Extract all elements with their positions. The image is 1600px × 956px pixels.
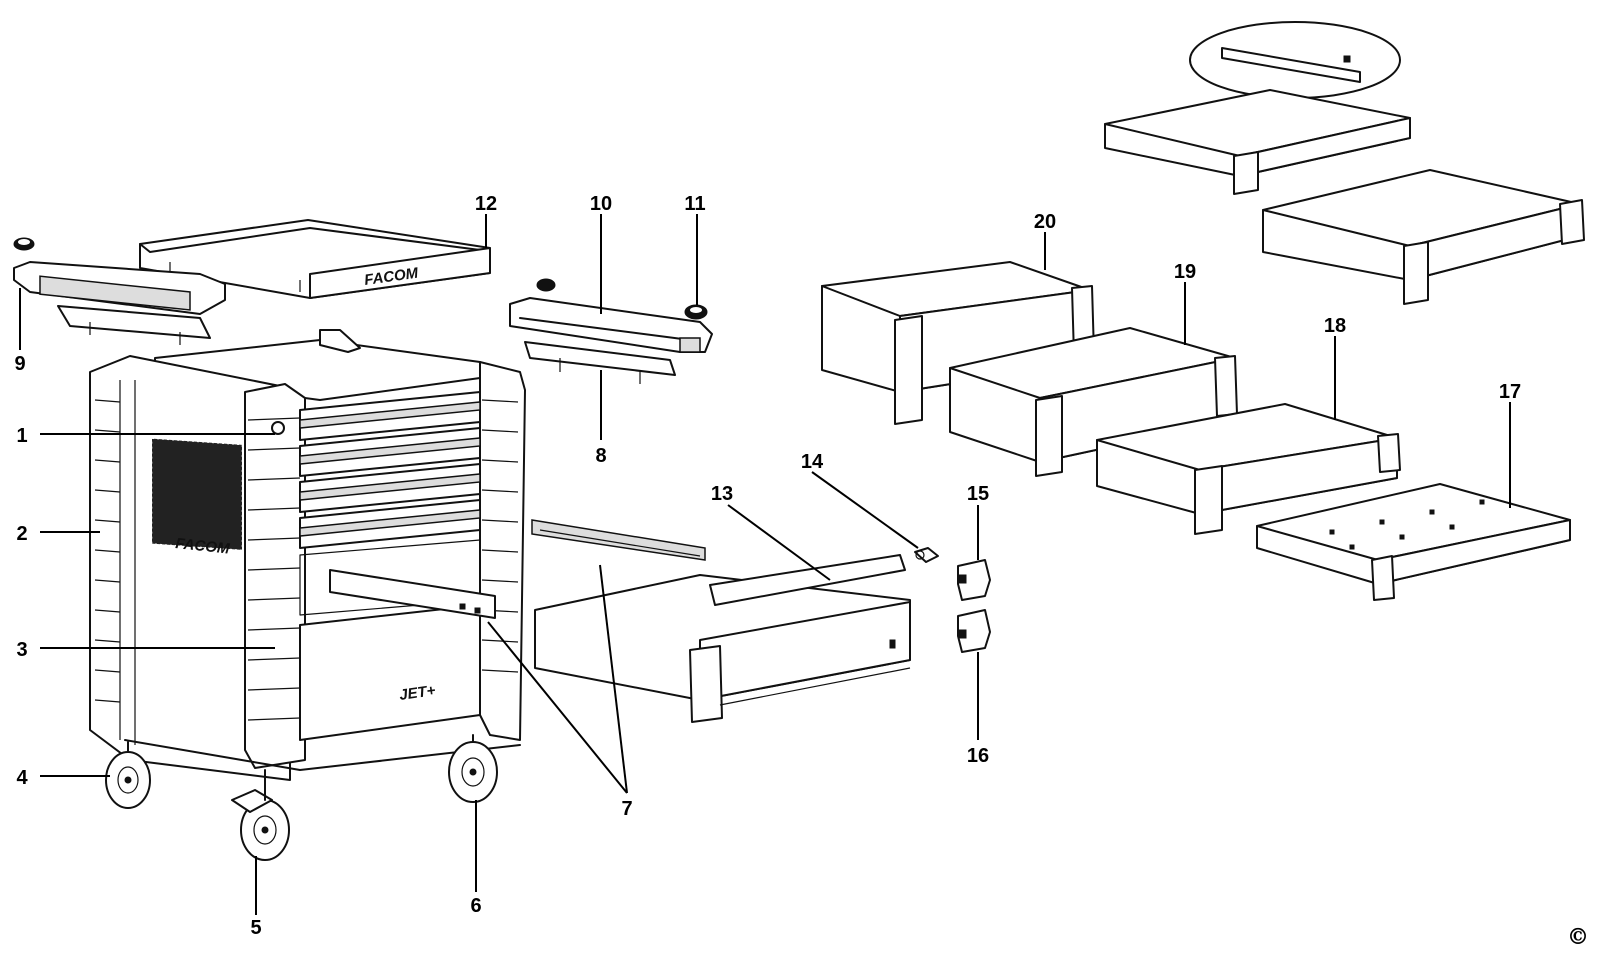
copyright-mark: © <box>1567 924 1589 950</box>
callout-13: 13 <box>711 483 733 505</box>
callout-4: 4 <box>16 767 28 789</box>
leader-lines <box>19 214 1511 915</box>
part-drawer-slides <box>329 519 706 619</box>
callout-18: 18 <box>1324 315 1346 337</box>
callout-20: 20 <box>1034 211 1056 233</box>
part-stop-15 <box>957 559 991 601</box>
part-top-lid: FACOM <box>139 219 491 299</box>
part-top-right-drawers <box>1104 21 1585 305</box>
part-cabinet: FACOM <box>89 329 526 781</box>
part-stop-16 <box>957 609 991 653</box>
callout-17: 17 <box>1499 381 1521 403</box>
callout-11: 11 <box>684 193 705 215</box>
callout-7: 7 <box>621 798 632 820</box>
callout-8: 8 <box>595 445 606 467</box>
callout-1: 1 <box>16 425 27 447</box>
part-large-drawer <box>534 554 911 723</box>
callout-2: 2 <box>16 523 27 545</box>
callout-labels: 1 2 3 4 5 6 7 8 9 10 11 12 13 14 15 16 1… <box>14 193 1521 939</box>
callout-15: 15 <box>967 483 989 505</box>
callout-6: 6 <box>470 895 481 917</box>
callout-5: 5 <box>250 917 261 939</box>
part-castor-right <box>448 734 498 803</box>
part-left-handle <box>13 237 226 345</box>
callout-12: 12 <box>475 193 497 215</box>
part-drawer-18 <box>1096 403 1401 535</box>
callout-10: 10 <box>590 193 612 215</box>
callout-19: 19 <box>1174 261 1196 283</box>
part-castor-front-brake <box>231 769 290 861</box>
callout-9: 9 <box>14 353 25 375</box>
callout-14: 14 <box>801 451 824 473</box>
part-drawer-17 <box>1256 483 1571 601</box>
callout-16: 16 <box>967 745 989 767</box>
model-brand-logo: JET+ <box>398 682 437 704</box>
part-latch-14 <box>914 547 939 563</box>
callout-3: 3 <box>16 639 27 661</box>
side-brand-logo: FACOM <box>175 535 231 558</box>
part-right-handle <box>509 278 713 384</box>
part-castor-left-rear <box>105 741 151 809</box>
